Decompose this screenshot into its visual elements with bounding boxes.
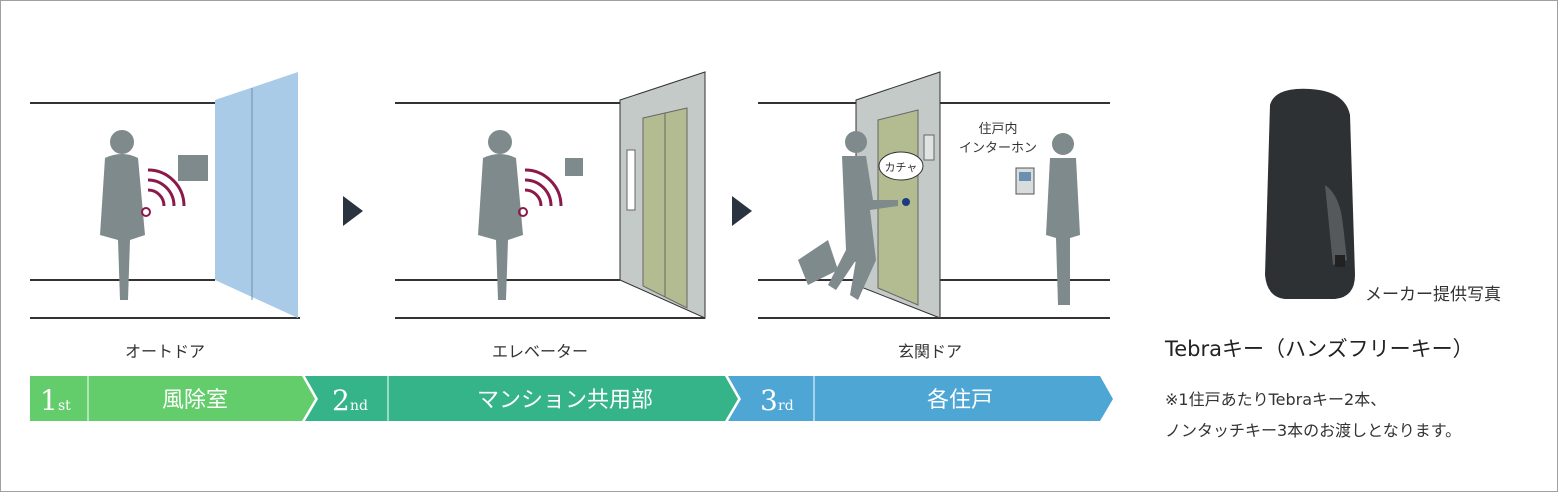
intercom-label: インターホン [959,141,1037,156]
svg-text:風除室: 風除室 [162,388,228,413]
sensor-panel [178,155,208,181]
scene-entrance-door: カチャ 住戸内 インターホン [758,71,1110,319]
product-title: Tebraキー（ハンズフリーキー） [1165,337,1474,361]
caption-elevator: エレベーター [491,342,588,361]
key-icon [141,207,151,217]
scene-elevator [395,71,706,319]
elevator-buttons [626,149,636,211]
next-arrow-icon [732,196,752,226]
product-note-line2: ノンタッチキー3本のお渡しとなります。 [1165,421,1462,440]
person-silhouette [100,130,145,300]
svg-text:nd: nd [350,398,368,414]
svg-text:マンション共用部: マンション共用部 [477,388,653,413]
svg-text:1: 1 [40,384,58,417]
intercom-label: 住戸内 [978,121,1017,137]
scene-auto-door [30,72,300,319]
caption-entrance-door: 玄関ドア [897,342,962,361]
product-note-line1: ※1住戸あたりTebraキー2本、 [1165,390,1387,409]
steps-bar: 1 st 風除室 2 nd マンション共用部 3 rd 各住戸 [30,376,1113,421]
tebra-key-photo [1265,88,1355,299]
svg-text:3: 3 [760,384,778,417]
bubble-text: カチャ [885,161,918,174]
step-1 [30,376,315,421]
step-3 [728,376,1113,421]
svg-text:rd: rd [778,398,794,414]
signal-icon [524,168,563,207]
svg-text:st: st [58,398,71,414]
photo-credit: メーカー提供写真 [1365,285,1501,305]
caption-auto-door: オートドア [124,342,205,361]
step-2 [305,376,738,421]
next-arrow-icon [343,196,363,226]
signal-icon [147,168,186,207]
svg-text:各住戸: 各住戸 [927,388,993,413]
svg-text:2: 2 [332,384,350,417]
speech-bubble [878,151,924,181]
glass-door [215,72,298,318]
